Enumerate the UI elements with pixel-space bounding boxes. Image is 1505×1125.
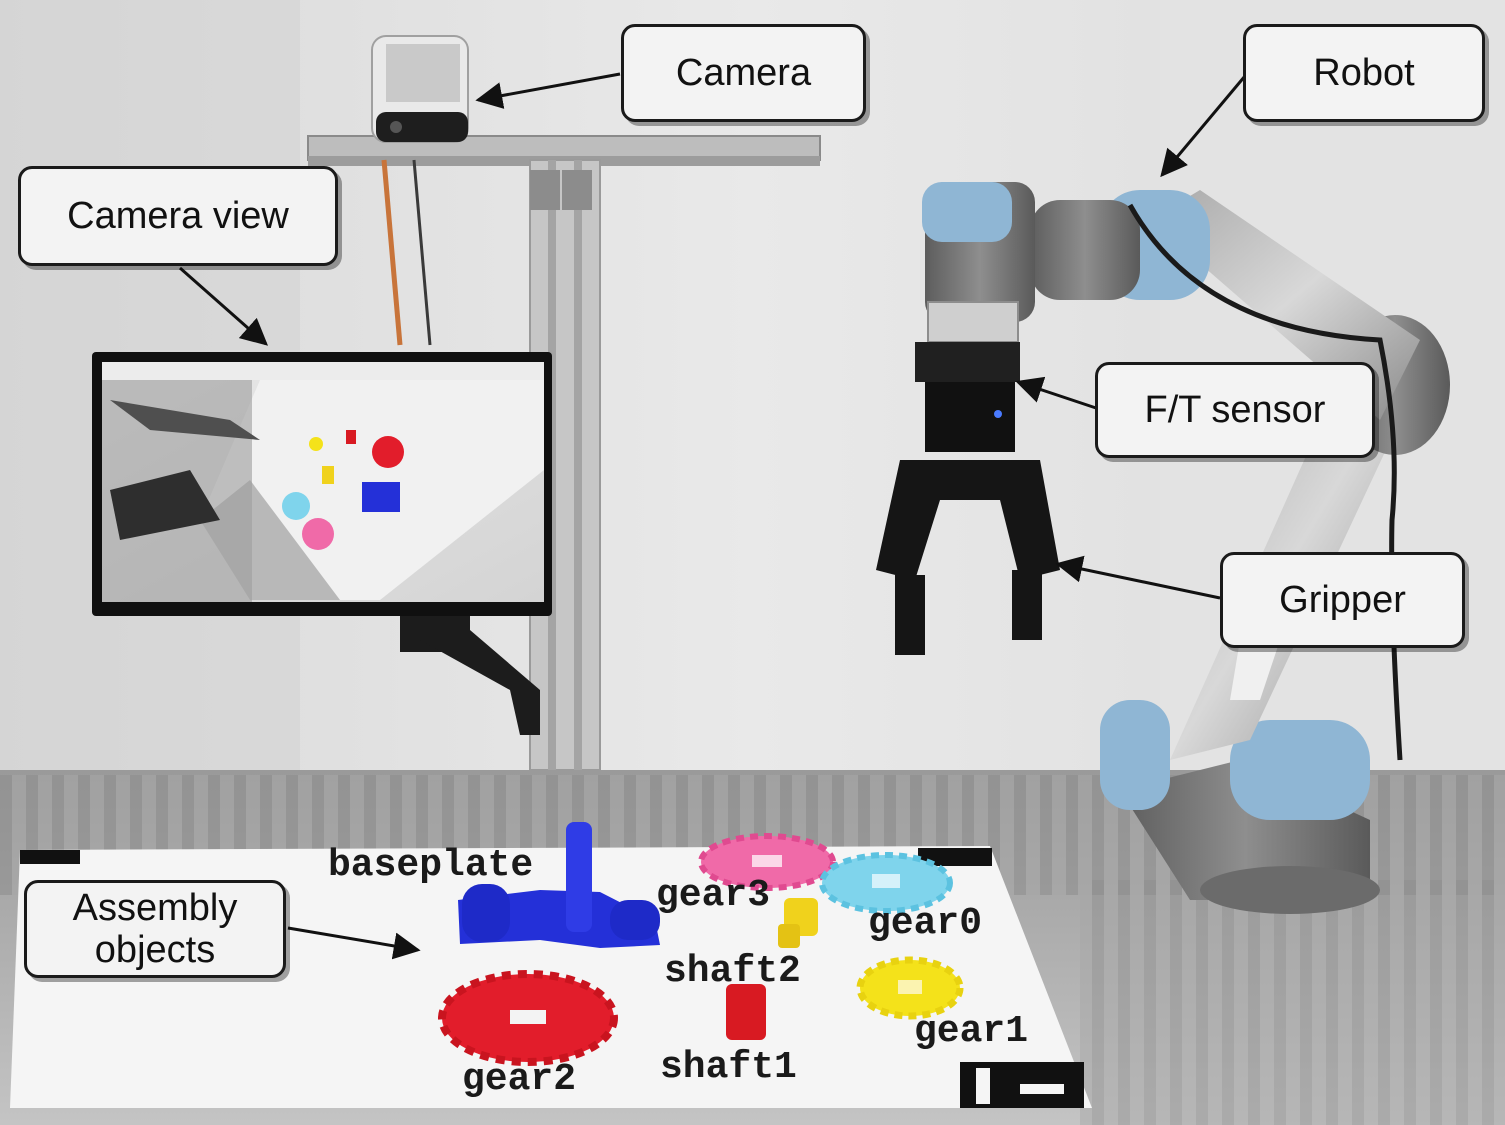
baseplate-object [458,822,660,948]
gear2-object [438,970,618,1066]
gear0-object [819,852,953,914]
shaft2-label: shaft2 [664,950,801,993]
ft-sensor-callout: F/T sensor [1095,362,1375,458]
camera-device [371,35,469,143]
gripper-callout: Gripper [1220,552,1465,648]
gear1-label: gear1 [914,1010,1029,1053]
gear3-object [698,833,836,891]
shaft1-label: shaft1 [660,1046,797,1089]
gear0-label: gear0 [868,902,983,945]
callout-arrows [179,72,1247,960]
monitor [92,352,552,735]
gear1-object [856,956,964,1020]
gear2-label: gear2 [462,1058,577,1101]
baseplate-label: baseplate [328,844,534,887]
shaft1-object [726,984,766,1040]
robot-callout: Robot [1243,24,1485,122]
camera-view-callout: Camera view [18,166,338,266]
gear3-label: gear3 [656,874,771,917]
assembly-objects-callout: Assembly objects [24,880,286,978]
camera-callout: Camera [621,24,866,122]
shaft2-object [778,898,818,948]
